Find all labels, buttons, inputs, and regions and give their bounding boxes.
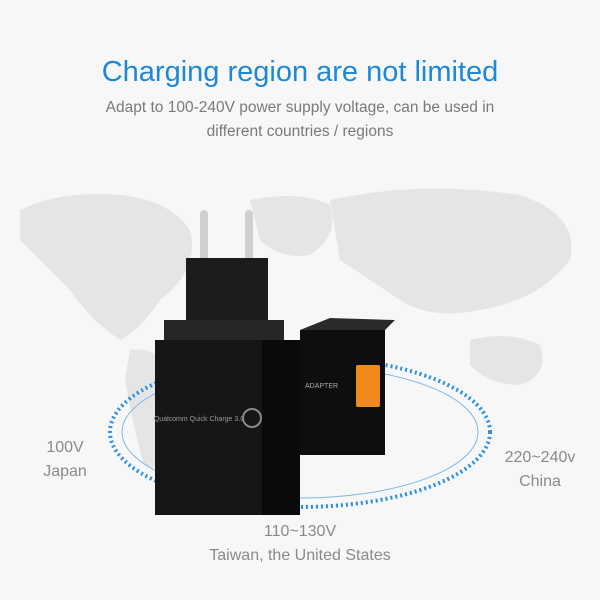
plug-pin-left xyxy=(200,210,208,265)
usb-port xyxy=(356,365,380,407)
page-title: Charging region are not limited xyxy=(101,56,499,88)
brand-mark: Qualcomm Quick Charge 3.0 xyxy=(154,416,244,423)
adapter-label: ADAPTER xyxy=(305,383,338,390)
region-voltage: 100V xyxy=(46,439,84,456)
plug-pin-right xyxy=(245,210,253,265)
page-subtitle: Adapt to 100-240V power supply voltage, … xyxy=(105,99,495,140)
region-voltage: 110~130V xyxy=(263,523,337,540)
charger-side-view xyxy=(300,318,395,455)
region-taiwan-us: 110~130V Taiwan, the United States xyxy=(150,520,450,568)
charger-front-view: Qualcomm Quick Charge 3.0 xyxy=(154,210,300,515)
region-place: Taiwan, the United States xyxy=(209,547,391,564)
region-china: 220~240v China xyxy=(485,446,595,494)
quick-charge-logo-icon xyxy=(242,408,262,428)
region-voltage: 220~240v xyxy=(504,449,576,466)
region-japan: 100V Japan xyxy=(20,436,110,484)
region-place: China xyxy=(519,473,561,490)
region-place: Japan xyxy=(43,463,87,480)
